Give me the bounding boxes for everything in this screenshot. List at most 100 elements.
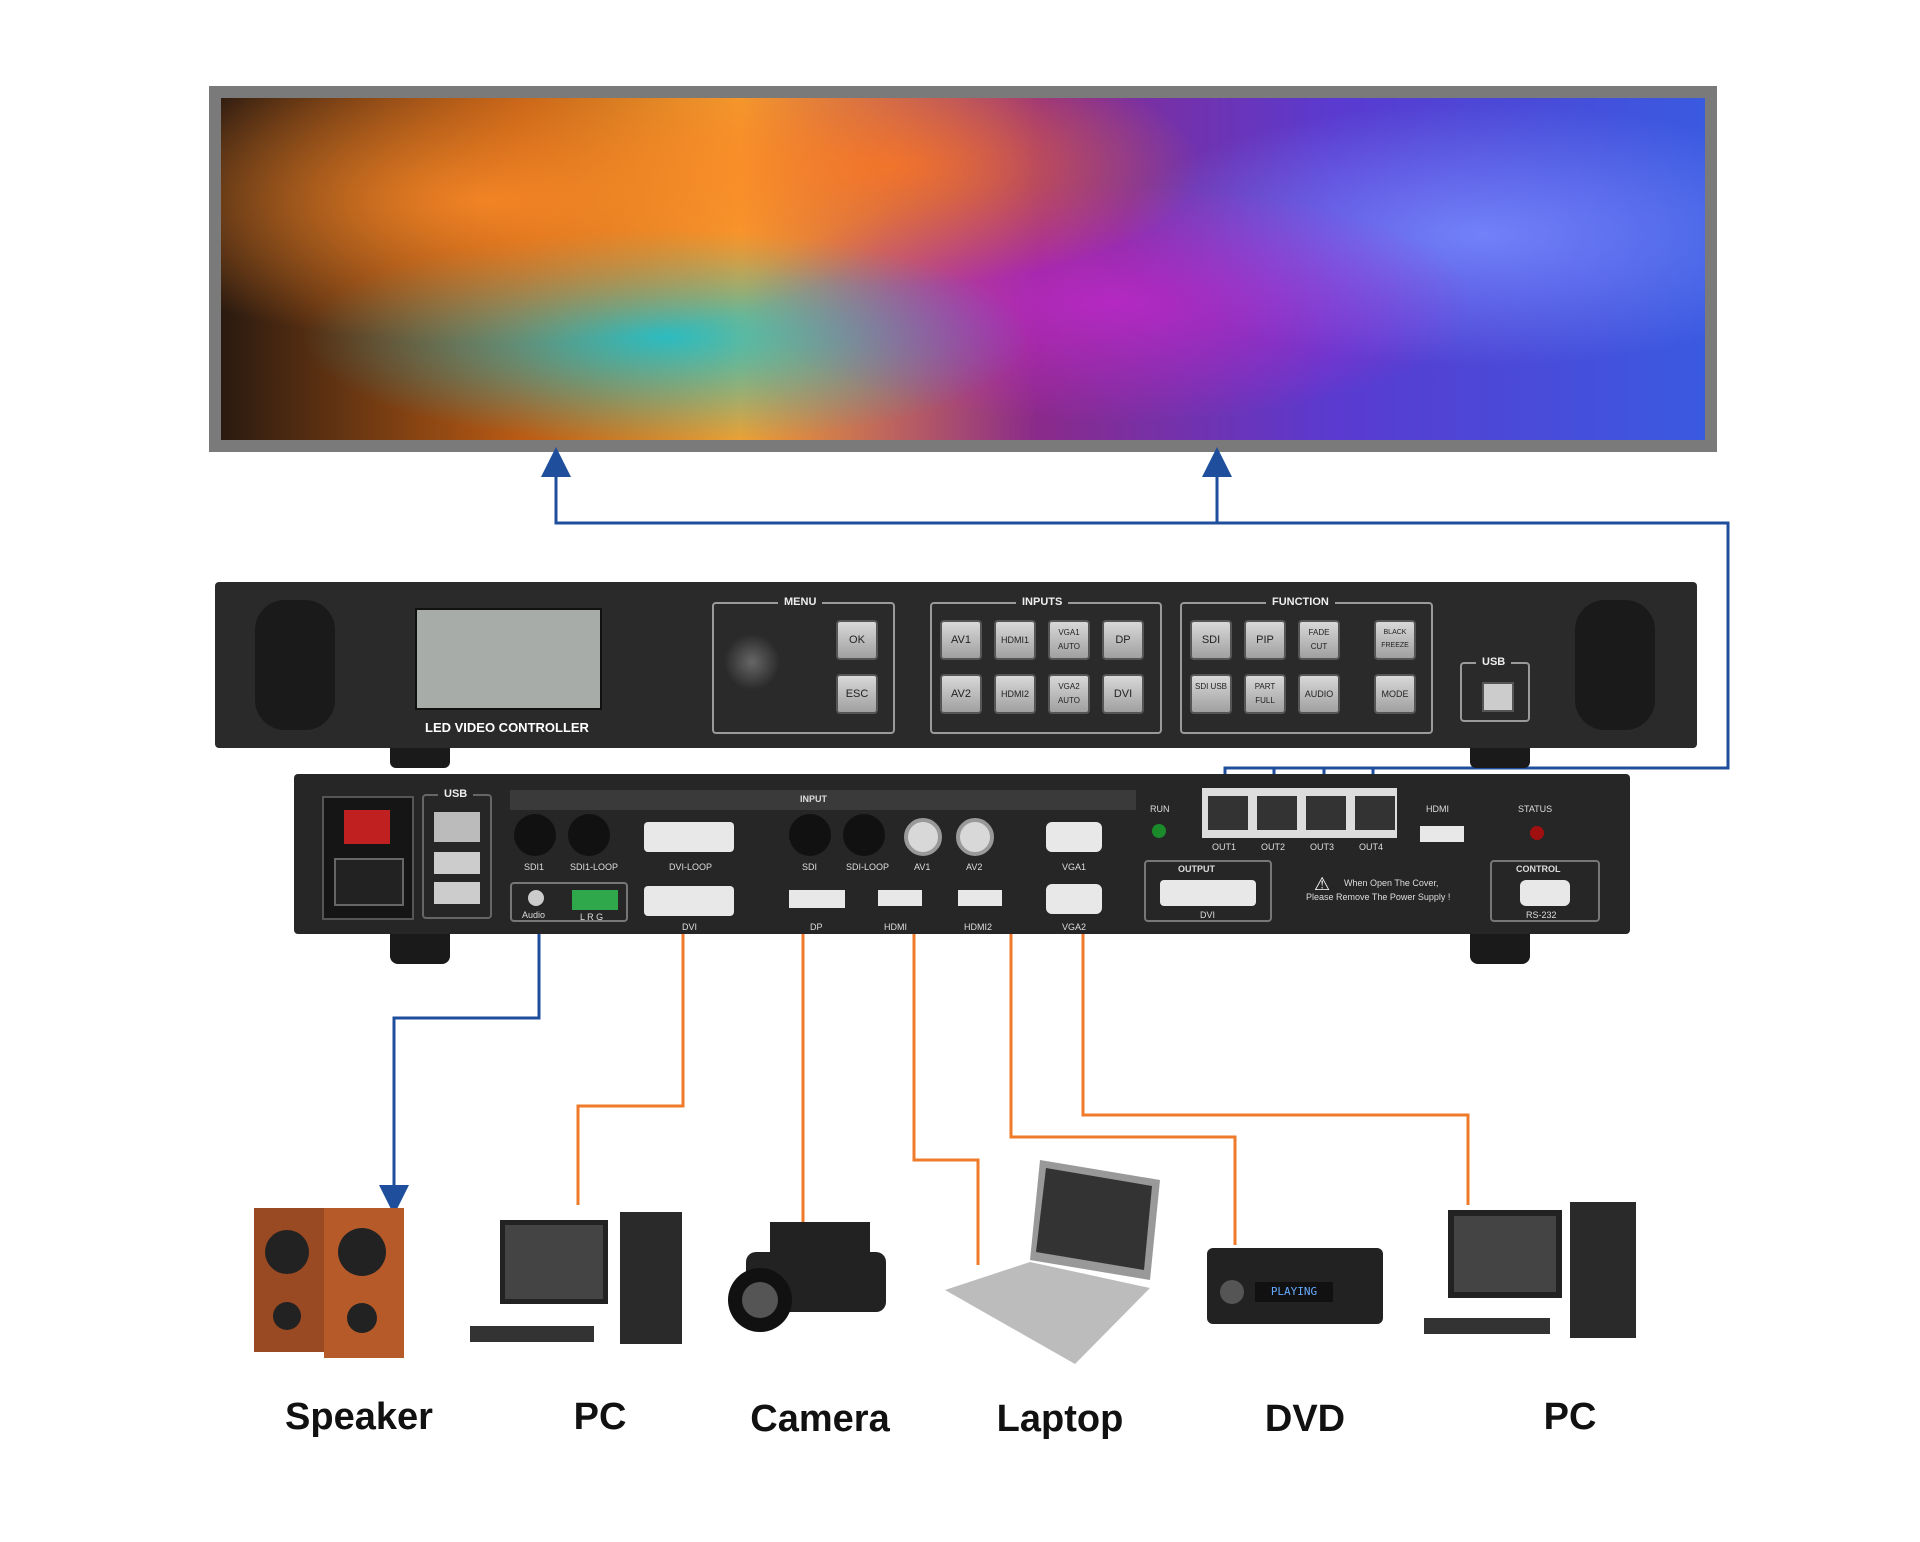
power-module bbox=[322, 796, 414, 920]
inputs-label: INPUTS bbox=[1016, 596, 1069, 608]
warning-line1: When Open The Cover, bbox=[1344, 878, 1439, 888]
usb-a-port-1[interactable] bbox=[434, 852, 480, 874]
sdi1-loop-label: SDI1-LOOP bbox=[570, 862, 619, 872]
power-switch[interactable] bbox=[344, 810, 390, 844]
vga2-port[interactable] bbox=[1046, 884, 1102, 914]
ethernet-port[interactable] bbox=[434, 812, 480, 842]
left-handle bbox=[255, 600, 335, 730]
function-button-mode[interactable]: MODE bbox=[1374, 674, 1416, 714]
vga2-label: VGA2 bbox=[1062, 922, 1087, 932]
dvd-input-line bbox=[1009, 835, 1237, 1245]
status-label: STATUS bbox=[1518, 804, 1553, 814]
front-usb-label: USB bbox=[1476, 656, 1512, 668]
out1-label: OUT1 bbox=[1212, 842, 1237, 852]
laptop-icon bbox=[945, 1160, 1160, 1364]
input-button-dvi[interactable]: DVI bbox=[1102, 674, 1144, 714]
input-button-dp[interactable]: DP bbox=[1102, 620, 1144, 660]
input-header: INPUT bbox=[510, 790, 1136, 810]
input-button-av1[interactable]: AV1 bbox=[940, 620, 982, 660]
sdi-label: SDI bbox=[802, 862, 818, 872]
device-label-speaker: Speaker bbox=[285, 1396, 433, 1438]
out2-label: OUT2 bbox=[1261, 842, 1286, 852]
pc2-input-line bbox=[1081, 918, 1470, 1205]
function-button-part-full[interactable]: PART FULL bbox=[1244, 674, 1286, 714]
output-group: OUTPUT DVI bbox=[1144, 860, 1272, 922]
device-label-pc: PC bbox=[573, 1396, 627, 1438]
warning-icon: ⚠ bbox=[1314, 874, 1331, 894]
function-button-fade-cut[interactable]: FADE CUT bbox=[1298, 620, 1340, 660]
status-led bbox=[1530, 826, 1544, 840]
hdmi-output-label: HDMI bbox=[1426, 804, 1449, 814]
av1-label: AV1 bbox=[914, 862, 931, 872]
function-button-audio[interactable]: AUDIO bbox=[1298, 674, 1340, 714]
sdi1-label: SDI1 bbox=[524, 862, 545, 872]
menu-group: MENU OK ESC bbox=[712, 596, 895, 734]
sdi1-port[interactable] bbox=[514, 814, 556, 856]
out2-port[interactable] bbox=[1257, 796, 1297, 830]
sdi1-loop-port[interactable] bbox=[568, 814, 610, 856]
out1-port[interactable] bbox=[1208, 796, 1248, 830]
hdmi-input-port[interactable] bbox=[878, 890, 922, 906]
dvi-input-port[interactable] bbox=[644, 886, 734, 916]
function-button-black-freeze[interactable]: BLACK FREEZE bbox=[1374, 620, 1416, 660]
controller-rear-panel: USB INPUT SDI1 SDI1-LOOP DVI-LOOP SDI SD… bbox=[294, 774, 1630, 934]
out4-label: OUT4 bbox=[1359, 842, 1384, 852]
right-handle bbox=[1575, 600, 1655, 730]
input-button-av2[interactable]: AV2 bbox=[940, 674, 982, 714]
rear-foot-left bbox=[390, 934, 450, 964]
input-button-vga2[interactable]: VGA2 AUTO bbox=[1048, 674, 1090, 714]
rear-usb-group: USB bbox=[422, 788, 492, 919]
out3-label: OUT3 bbox=[1310, 842, 1335, 852]
ok-button[interactable]: OK bbox=[836, 620, 878, 660]
lcd-display bbox=[415, 608, 602, 710]
out4-port[interactable] bbox=[1355, 796, 1395, 830]
usb-port[interactable] bbox=[1482, 682, 1514, 712]
input-button-vga1[interactable]: VGA1 AUTO bbox=[1048, 620, 1090, 660]
audio-line bbox=[379, 930, 541, 1215]
menu-knob[interactable] bbox=[724, 634, 780, 690]
pc2-icon bbox=[1424, 1202, 1636, 1338]
menu-label: MENU bbox=[778, 596, 823, 608]
av2-label: AV2 bbox=[966, 862, 983, 872]
run-led bbox=[1152, 824, 1166, 838]
function-button-sdi[interactable]: SDI bbox=[1190, 620, 1232, 660]
front-usb-group: USB bbox=[1460, 656, 1530, 722]
function-button-pip[interactable]: PIP bbox=[1244, 620, 1286, 660]
out3-port[interactable] bbox=[1306, 796, 1346, 830]
function-button-sdi-usb[interactable]: SDI USB bbox=[1190, 674, 1232, 714]
dp-port[interactable] bbox=[789, 890, 845, 908]
controller-front-panel: LED VIDEO CONTROLLER MENU OK ESC INPUTS … bbox=[215, 582, 1697, 748]
dvi-output-port[interactable] bbox=[1160, 880, 1256, 906]
sdi-port[interactable] bbox=[789, 814, 831, 856]
esc-button[interactable]: ESC bbox=[836, 674, 878, 714]
input-button-hdmi1[interactable]: HDMI1 bbox=[994, 620, 1036, 660]
laptop-input-line bbox=[912, 925, 980, 1265]
hdmi2-label: HDMI2 bbox=[964, 922, 993, 932]
av2-port[interactable] bbox=[956, 818, 994, 856]
speaker-icon bbox=[254, 1208, 404, 1358]
av1-port[interactable] bbox=[904, 818, 942, 856]
sdi-loop-port[interactable] bbox=[843, 814, 885, 856]
function-label: FUNCTION bbox=[1266, 596, 1335, 608]
vga1-label: VGA1 bbox=[1062, 862, 1087, 872]
rs232-port[interactable] bbox=[1520, 880, 1570, 906]
dvi-input-label: DVI bbox=[682, 922, 698, 932]
control-group: CONTROL RS-232 bbox=[1490, 860, 1600, 922]
rear-usb-label: USB bbox=[438, 788, 474, 800]
audio-group: Audio L R G bbox=[510, 882, 628, 922]
run-label: RUN bbox=[1150, 804, 1170, 814]
hdmi-input-label: HDMI bbox=[884, 922, 907, 932]
device-label-laptop: Laptop bbox=[996, 1398, 1124, 1440]
hdmi-output-port[interactable] bbox=[1420, 826, 1464, 842]
dvi-loop-port[interactable] bbox=[644, 822, 734, 852]
input-button-hdmi2[interactable]: HDMI2 bbox=[994, 674, 1036, 714]
rs232-label: RS-232 bbox=[1526, 910, 1557, 920]
audio-jack[interactable] bbox=[528, 890, 544, 906]
hdmi2-port[interactable] bbox=[958, 890, 1002, 906]
vga1-port[interactable] bbox=[1046, 822, 1102, 852]
audio-terminal[interactable] bbox=[572, 890, 618, 910]
usb-a-port-2[interactable] bbox=[434, 882, 480, 904]
screen-image bbox=[221, 98, 1705, 440]
